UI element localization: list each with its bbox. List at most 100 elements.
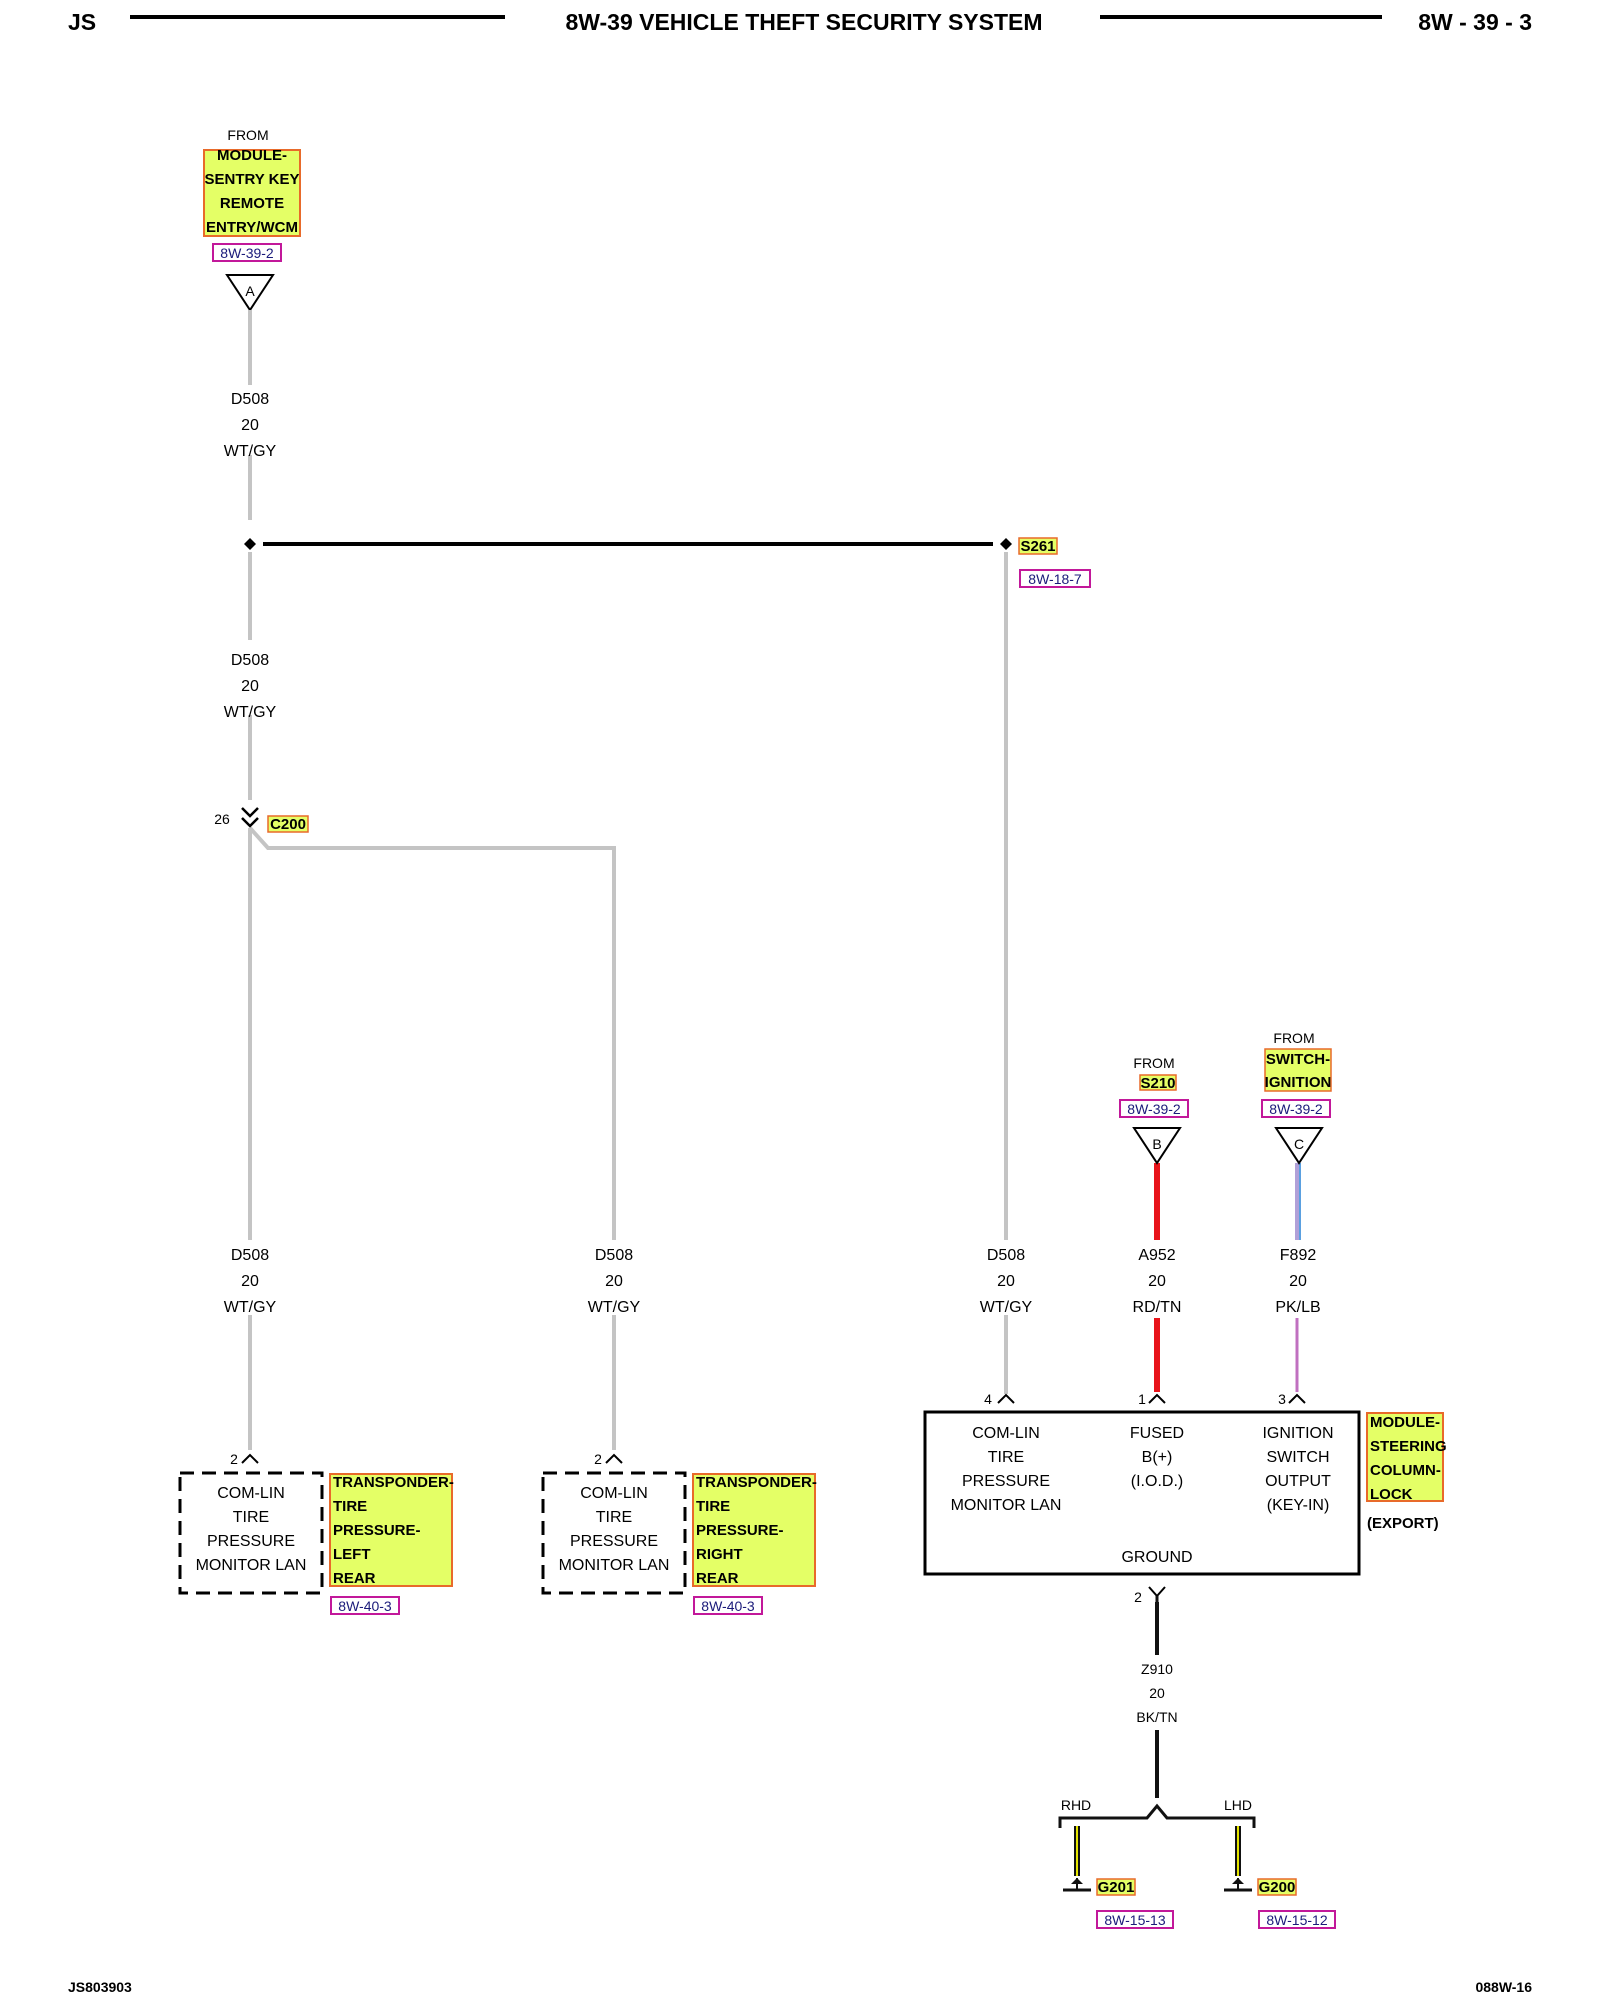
ref-box: [212, 243, 282, 262]
wire-label-d508-center: D508 20 WT/GY: [588, 1247, 641, 1316]
box-text-line: COM-LIN: [972, 1425, 1040, 1442]
steering-column-lock-module: 4 1 3 COM-LIN TIRE PRESSURE MONITOR LAN …: [923, 1391, 1447, 1605]
ref-link[interactable]: 8W-18-7: [1028, 571, 1082, 587]
pin-number: 1: [1138, 1391, 1146, 1407]
box-text-line: PRESSURE: [570, 1533, 658, 1550]
sentry-key-module-callout: FROM MODULE- SENTRY KEY REMOTE ENTRY/WCM…: [203, 127, 301, 312]
pin-chevron: [605, 1453, 623, 1464]
module-label-line: ENTRY/WCM: [206, 219, 298, 236]
ref-link[interactable]: 8W-39-2: [1127, 1101, 1181, 1117]
wire-color: WT/GY: [224, 1299, 277, 1316]
box-text-line: (KEY-IN): [1267, 1497, 1330, 1514]
box-text-line: PRESSURE: [962, 1473, 1050, 1490]
module-label-line: SENTRY KEY: [204, 171, 299, 188]
ref-box: [1019, 569, 1091, 588]
module-label-line: REMOTE: [220, 195, 284, 212]
circuit-id: D508: [231, 652, 269, 669]
pin-number: 26: [214, 811, 230, 827]
ground-branch: RHD LHD G201 8W-15-13 G200 8W-15-12: [1058, 1797, 1336, 1929]
ref-link[interactable]: 8W-39-2: [1269, 1101, 1323, 1117]
circuit-id: D508: [987, 1247, 1025, 1264]
module-label-line: MODULE-: [1370, 1414, 1440, 1431]
pin-number: 3: [1278, 1391, 1286, 1407]
component-highlight: [267, 815, 309, 833]
wire-gauge: 20: [1289, 1273, 1307, 1290]
module-label-line: STEERING: [1370, 1438, 1447, 1455]
ref-box: [330, 1596, 400, 1615]
page-footer: JS803903 088W-16: [68, 1979, 1532, 1995]
module-label-line: COLUMN-: [1370, 1462, 1441, 1479]
splice-dot: [244, 538, 256, 550]
ground-name: G200: [1259, 1879, 1296, 1896]
pin-number: 4: [984, 1391, 992, 1407]
module-label-line: PRESSURE-: [333, 1522, 421, 1539]
component-highlight: [1139, 1074, 1177, 1091]
module-label-line: REAR: [333, 1570, 376, 1587]
pin-chevron: [1288, 1393, 1306, 1404]
page-title: 8W-39 VEHICLE THEFT SECURITY SYSTEM: [565, 9, 1042, 35]
circuit-id: D508: [595, 1247, 633, 1264]
splice-s261: S261 8W-18-7: [1018, 537, 1091, 588]
ground-split-bar: [1058, 1803, 1256, 1828]
connector-letter: B: [1152, 1136, 1161, 1152]
wire-label-f892: F892 20 PK/LB: [1275, 1247, 1320, 1316]
wire-color: WT/GY: [588, 1299, 641, 1316]
pin-chevron: [1148, 1586, 1166, 1598]
wire-d508-branch: [248, 826, 616, 1240]
connector-triangle: [225, 274, 275, 312]
module-label-line: PRESSURE-: [696, 1522, 784, 1539]
connector-c200: 26 C200: [214, 807, 309, 833]
ref-link[interactable]: 8W-40-3: [701, 1598, 755, 1614]
from-label: FROM: [1133, 1055, 1174, 1071]
export-note: (EXPORT): [1367, 1515, 1439, 1532]
module-label-line: IGNITION: [1265, 1074, 1332, 1091]
pin-number: 2: [1134, 1589, 1142, 1605]
ref-box: [1261, 1099, 1331, 1118]
from-ignition-callout: FROM SWITCH- IGNITION 8W-39-2 C: [1261, 1030, 1332, 1165]
ref-link[interactable]: 8W-15-12: [1266, 1912, 1327, 1928]
ref-link[interactable]: 8W-39-2: [220, 245, 274, 261]
from-s210-callout: FROM S210 8W-39-2 B: [1119, 1055, 1189, 1165]
box-text-line: B(+): [1142, 1449, 1173, 1466]
box-text-line: FUSED: [1130, 1425, 1184, 1442]
box-text-line: (I.O.D.): [1131, 1473, 1183, 1490]
wire-color: WT/GY: [980, 1299, 1033, 1316]
box-text-line: MONITOR LAN: [559, 1557, 670, 1574]
rhd-label: RHD: [1061, 1797, 1091, 1813]
module-label-line: REAR: [696, 1570, 739, 1587]
wire-label-d508-mid: D508 20 WT/GY: [224, 652, 277, 721]
connector-triangle: [1132, 1127, 1182, 1165]
component-box: [923, 1410, 1361, 1576]
ref-box: [1096, 1910, 1174, 1929]
component-box-dashed: [178, 1471, 324, 1595]
ref-link[interactable]: 8W-40-3: [338, 1598, 392, 1614]
component-highlight: [1096, 1878, 1136, 1896]
ref-link[interactable]: 8W-15-13: [1104, 1912, 1165, 1928]
box-text-line: PRESSURE: [207, 1533, 295, 1550]
box-text-line: TIRE: [233, 1509, 269, 1526]
tpm-right-rear: 2 COM-LIN TIRE PRESSURE MONITOR LAN TRAN…: [541, 1451, 817, 1615]
from-label: FROM: [1273, 1030, 1314, 1046]
box-text-line: OUTPUT: [1265, 1473, 1331, 1490]
pin-chevron: [1148, 1393, 1166, 1404]
component-highlight: [329, 1473, 453, 1587]
component-box-dashed: [541, 1471, 687, 1595]
lhd-label: LHD: [1224, 1797, 1252, 1813]
component-highlight: [203, 149, 301, 237]
component-highlight: [1257, 1878, 1297, 1896]
circuit-id: D508: [231, 391, 269, 408]
ground-name: G201: [1098, 1879, 1135, 1896]
component-highlight: [1264, 1048, 1332, 1092]
wire-label-z910: Z910 20 BK/TN: [1136, 1661, 1177, 1725]
footer-right: 088W-16: [1475, 1979, 1532, 1995]
box-text-line: SWITCH: [1266, 1449, 1329, 1466]
tpm-left-rear: 2 COM-LIN TIRE PRESSURE MONITOR LAN TRAN…: [178, 1451, 454, 1615]
wire-gauge: 20: [605, 1273, 623, 1290]
wire-gauge: 20: [997, 1273, 1015, 1290]
wire-color: PK/LB: [1275, 1299, 1320, 1316]
component-highlight: [692, 1473, 816, 1587]
wire-gauge: 20: [1149, 1685, 1165, 1701]
from-label: FROM: [227, 127, 268, 143]
module-label-line: TRANSPONDER-: [696, 1474, 817, 1491]
